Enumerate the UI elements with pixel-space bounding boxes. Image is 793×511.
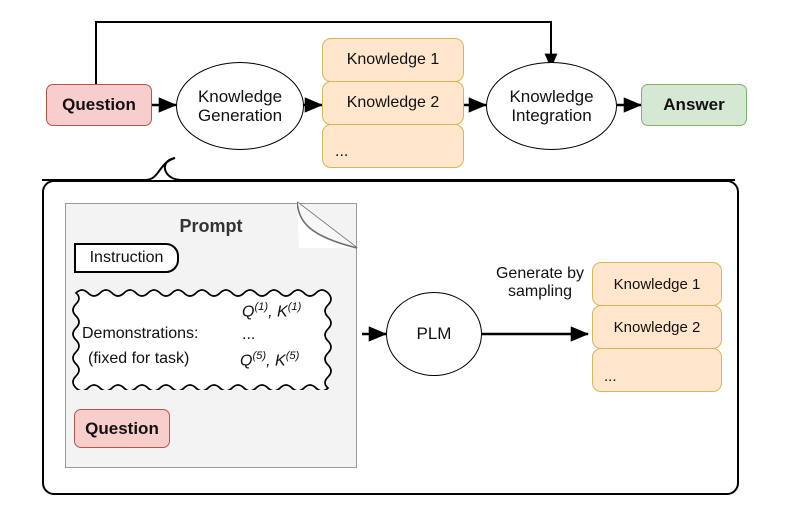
knowledge-stack-bottom: Knowledge 1 Knowledge 2 ... (592, 262, 722, 392)
answer-box: Answer (641, 84, 747, 126)
knowledge-integration-label-1: Knowledge (509, 86, 594, 106)
demonstrations-row-1: Q(1), K(1) (242, 301, 301, 321)
demonstrations-row-2: ... (242, 326, 256, 343)
demo-q5: Q (240, 352, 253, 370)
knowledge-item-3: ... (322, 124, 464, 168)
knowledge-generation-label-2: Generation (197, 106, 283, 125)
knowledge-item-1: Knowledge 1 (322, 38, 464, 82)
demonstrations-content: Demonstrations: (fixed for task) Q(1), K… (72, 287, 350, 390)
demo-q5-sup: (5) (252, 350, 267, 362)
knowledge-stack-top: Knowledge 1 Knowledge 2 ... (322, 38, 464, 168)
demonstrations-label-2: (fixed for task) (88, 350, 190, 367)
knowledge-integration-label-2: Integration (511, 106, 592, 125)
demo-sep-3: , (266, 352, 276, 370)
demo-q1: Q (242, 303, 255, 321)
generate-label-line-1: Generate by (495, 265, 585, 282)
knowledge-integration-node: Knowledge Integration (486, 62, 617, 150)
wavy-border (72, 289, 332, 390)
generate-label-line-2: sampling (507, 282, 573, 300)
knowledge-item-2-lower: Knowledge 2 (592, 305, 722, 349)
detail-panel (42, 180, 739, 495)
knowledge-item-1-lower: Knowledge 1 (592, 262, 722, 306)
prompt-question-chip: Question (74, 409, 170, 448)
demo-q1-sup: (1) (254, 301, 269, 313)
prompt-card-title: Prompt (179, 216, 243, 236)
demo-k1: K (277, 303, 288, 321)
question-box: Question (46, 84, 152, 126)
plm-node: PLM (386, 292, 482, 376)
knowledge-item-3-lower: ... (592, 348, 722, 392)
demo-sep-1: , (268, 303, 278, 321)
demonstrations-box: Demonstrations: (fixed for task) Q(1), K… (72, 287, 350, 390)
knowledge-item-2: Knowledge 2 (322, 81, 464, 125)
demo-k1-sup: (1) (287, 301, 302, 313)
demonstrations-row-3: Q(5), K(5) (240, 350, 299, 370)
demo-k5-sup: (5) (285, 350, 300, 362)
knowledge-generation-label-1: Knowledge (197, 86, 283, 106)
demonstrations-label-1: Demonstrations: (82, 325, 199, 342)
generate-by-sampling-label: Generate by sampling (478, 265, 602, 301)
instruction-tag: Instruction (74, 243, 179, 273)
demo-k5: K (275, 352, 286, 370)
knowledge-generation-node: Knowledge Generation (176, 62, 304, 150)
